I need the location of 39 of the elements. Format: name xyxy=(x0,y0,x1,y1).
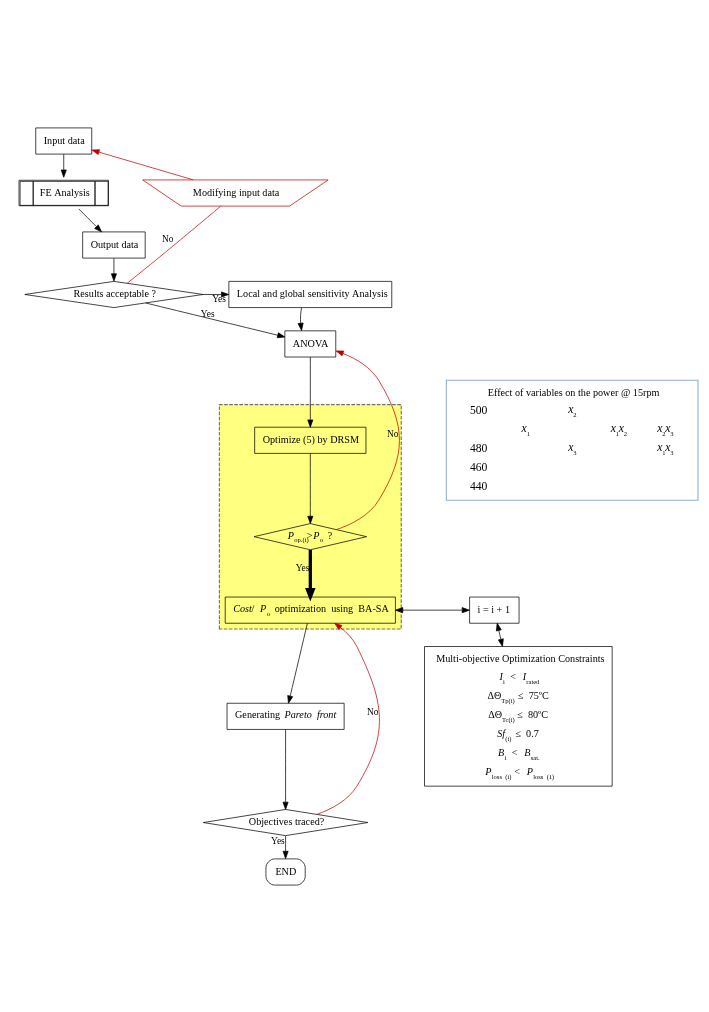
node-box: ANOVA xyxy=(284,329,337,357)
node-box: Input data xyxy=(35,127,93,154)
edge-label: Yes xyxy=(271,835,285,846)
arrow xyxy=(495,622,504,647)
edge-label: No xyxy=(161,233,174,244)
edge-label: No xyxy=(387,428,399,439)
arrow xyxy=(305,549,316,601)
arrow xyxy=(307,356,314,428)
arrow xyxy=(78,208,102,232)
arrow xyxy=(145,302,286,338)
edge-label: Yes xyxy=(212,293,226,304)
node-box: i = i + 1 xyxy=(469,596,520,624)
node-box: Effect of variables on the power @ 15rpm 500 x$_{2}$ x$_{1}$ x$_{1}$x$_{2}$ x$_{2}$x$_{3}$ 480 x$_{3}$ x$_{1}$x$_{3}$ 460 440 xyxy=(445,379,699,501)
node-box: Optimize (5) by DRSM xyxy=(254,426,367,454)
node-box: Multi-objective Optimization Constraints I$_{i}$ < I$_{rated}$ ΔΘ$_{Tp(i)}$ ≤ 75ºC ΔΘ$_{Tc(i)}$ ≤ 80ºC Sf$_{(i)}$ ≤ 0.7 B$_{i}$ < B$_{sat.}$ P$_{loss (i)}$ < P$_{loss (1)}$ xyxy=(424,645,613,787)
arrow xyxy=(316,622,380,815)
arrow xyxy=(282,728,289,810)
edge-label: Yes xyxy=(200,308,215,319)
arrow xyxy=(307,452,314,524)
edge-label: Yes xyxy=(295,562,310,573)
arrow xyxy=(287,622,308,704)
arrow xyxy=(282,835,289,859)
node-diamond: P$_{op.(i)}$>P$_{o}$ ? xyxy=(253,522,367,550)
node-box: END xyxy=(265,858,306,885)
connector xyxy=(126,205,222,284)
arrow xyxy=(297,306,304,331)
arrow xyxy=(202,291,230,297)
arrow xyxy=(395,606,470,613)
arrow xyxy=(91,148,194,180)
node-diamond: Objectives traced? xyxy=(202,808,369,836)
node-box: Cost/ P$_{o}$ optimization using BA-SA xyxy=(224,596,396,624)
node-box: Local and global sensitivity Analysis xyxy=(228,280,393,308)
arrow xyxy=(60,153,67,178)
node-box: Output data xyxy=(82,231,146,258)
node-diamond: Results acceptable ? xyxy=(24,280,204,308)
arrow xyxy=(111,257,117,281)
node-box: Generating Pareto front xyxy=(226,702,345,730)
edge-label: No xyxy=(367,706,379,717)
arrow xyxy=(335,350,400,530)
